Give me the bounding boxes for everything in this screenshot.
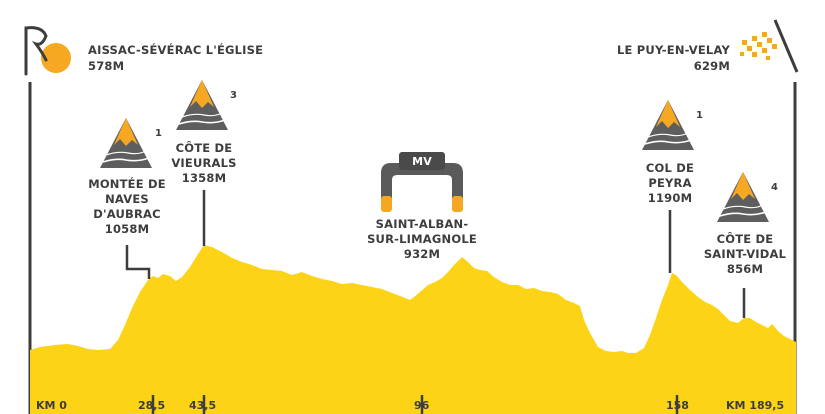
- sprint-name-line: SUR-LIMAGNOLE: [367, 232, 477, 246]
- climb-label-saint-vidal: CÔTE DE SAINT-VIDAL 856M: [700, 232, 790, 277]
- checkered-flag-icon: [740, 19, 799, 73]
- climb-name-line: CÔTE DE: [175, 141, 233, 155]
- sprint-altitude: 932M: [403, 247, 441, 261]
- climb-label-peyra: COL DE PEYRA 1190M: [630, 161, 710, 206]
- sprint-label: SAINT-ALBAN- SUR-LIMAGNOLE 932M: [352, 217, 492, 262]
- sprint-name-line: SAINT-ALBAN-: [375, 217, 469, 231]
- km-label: 28,5: [138, 399, 166, 412]
- mountain-icon: [100, 118, 152, 168]
- climb-name-line: PEYRA: [648, 176, 692, 190]
- climb-category: 1: [696, 110, 703, 121]
- km-label: 158: [666, 399, 689, 412]
- mountain-icon: [176, 80, 228, 130]
- finish-label: LE PUY-EN-VELAY 629M: [590, 42, 730, 74]
- start-logo-icon: [24, 26, 71, 76]
- climb-name-line: COL DE: [645, 161, 695, 175]
- mountain-icon: [642, 100, 694, 150]
- climb-altitude: 1058M: [104, 222, 150, 236]
- climb-name-line: D'AUBRAC: [93, 207, 161, 221]
- climb-connector-1: [125, 245, 151, 279]
- climb-name-line: CÔTE DE: [716, 232, 774, 246]
- climb-label-naves-daubrac: MONTÉE DE NAVES D'AUBRAC 1058M: [76, 177, 178, 237]
- finish-altitude: 629M: [693, 59, 730, 73]
- start-label: AISSAC-SÉVÉRAC L'ÉGLISE 578M: [88, 42, 263, 74]
- km-label: 43,5: [189, 399, 217, 412]
- start-altitude: 578M: [88, 59, 125, 73]
- mountain-icon: [717, 172, 769, 222]
- climb-label-vieurals: CÔTE DE VIEURALS 1358M: [164, 141, 244, 186]
- km-label: 96: [414, 399, 430, 412]
- climb-name-line: NAVES: [105, 192, 149, 206]
- climb-category: 4: [771, 182, 778, 193]
- km-label-finish: KM 189,5: [726, 399, 785, 412]
- intermediate-sprint-arch-icon: [381, 152, 463, 212]
- climb-category: 3: [230, 90, 237, 101]
- climb-name-line: VIEURALS: [171, 156, 237, 170]
- sprint-badge: MV: [412, 155, 432, 168]
- climb-name-line: SAINT-VIDAL: [703, 247, 787, 261]
- start-name: AISSAC-SÉVÉRAC L'ÉGLISE: [88, 43, 264, 57]
- climb-category: 1: [155, 128, 162, 139]
- climb-name-line: MONTÉE DE: [88, 177, 166, 191]
- elevation-area: [30, 245, 796, 414]
- climb-altitude: 1190M: [647, 191, 693, 205]
- climb-altitude: 856M: [726, 262, 764, 276]
- finish-name: LE PUY-EN-VELAY: [617, 43, 730, 57]
- km-label-start: KM 0: [36, 399, 67, 412]
- climb-altitude: 1358M: [181, 171, 227, 185]
